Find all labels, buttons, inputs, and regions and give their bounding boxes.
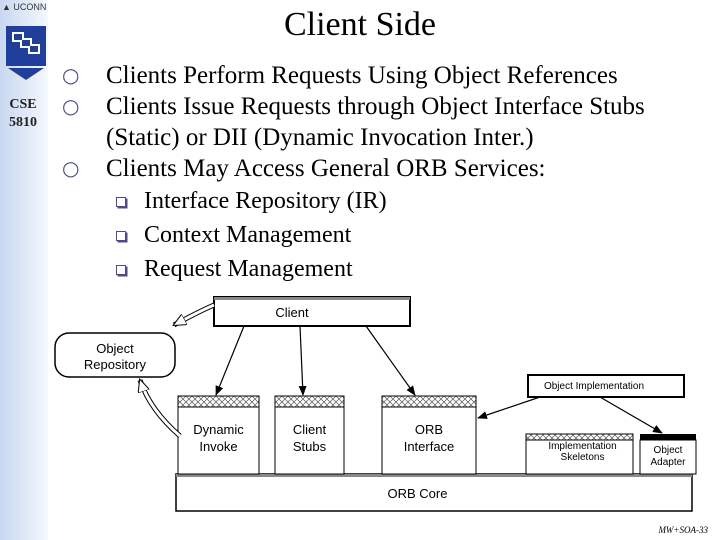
orb-interface-line1: ORB (414, 422, 444, 437)
hollow-circle-icon: ○ (62, 63, 80, 87)
bullet-text: Clients Perform Requests Using Object Re… (106, 62, 618, 89)
skeletons-line1: Implementation (548, 441, 617, 452)
sub-bullet-item: Context Management (62, 218, 712, 252)
arrow-objimpl-to-adapter (599, 396, 663, 434)
bullet-list: ○ Clients Perform Requests Using Object … (62, 60, 712, 286)
slide-title: Client Side (283, 6, 437, 43)
hollow-square-icon (116, 197, 126, 207)
client-stubs-line1: Client (292, 422, 327, 437)
bullet-item: ○ Clients May Access General ORB Service… (62, 153, 712, 184)
hollow-square-icon (116, 231, 126, 241)
bullet-item: ○ Clients Issue Requests through Object … (62, 91, 712, 153)
object-adapter-box (639, 439, 697, 475)
dynamic-invoke-hatch (177, 395, 260, 408)
dynamic-invoke-line2: Invoke (199, 439, 238, 454)
orb-core-label: ORB Core (387, 486, 448, 501)
arrow-client-to-client-stubs (298, 325, 307, 396)
orb-interface-line2: Interface (403, 439, 455, 454)
sub-bullet-text: Context Management (144, 222, 352, 248)
sub-bullet-text: Request Management (144, 256, 353, 282)
sidebar: ▲ UCONN CSE 5810 (0, 0, 48, 540)
course-number-label: 5810 (9, 115, 37, 130)
client-stubs-box (274, 406, 345, 475)
orb-interface-box (381, 406, 477, 475)
arrow-objimpl-to-orb-interface (477, 396, 541, 419)
object-implementation-box (527, 374, 685, 398)
course-code-label: CSE (9, 97, 37, 112)
object-repository-line2: Repository (83, 357, 147, 372)
sub-bullet-item: Interface Repository (IR) (62, 184, 712, 218)
bullet-text: Clients Issue Requests through Object In… (106, 93, 645, 151)
skeletons-box (525, 439, 634, 475)
object-repository-label: Object Repository (55, 341, 175, 373)
sub-bullet-text: Interface Repository (IR) (144, 188, 387, 214)
client-box (213, 296, 411, 327)
client-stubs-hatch (274, 395, 345, 408)
course-code: CSE 5810 (3, 96, 43, 132)
dynamic-invoke-line1: Dynamic (193, 422, 244, 437)
bullet-item: ○ Clients Perform Requests Using Object … (62, 60, 712, 91)
implementation-skeletons-label: Implementation Skeletons (526, 441, 639, 463)
bullet-text: Clients May Access General ORB Services: (106, 155, 546, 182)
dynamic-invoke-label: Dynamic Invoke (178, 421, 259, 455)
arrow-dynamic-to-repository (137, 379, 182, 438)
arrow-client-to-dynamic-invoke (215, 325, 245, 396)
orb-core-box (175, 473, 693, 512)
hollow-square-icon (116, 265, 126, 275)
object-adapter-line2: Adapter (650, 457, 686, 468)
client-stubs-line2: Stubs (292, 439, 327, 454)
dynamic-invoke-box (177, 406, 260, 475)
object-repository-box (54, 332, 176, 378)
orb-interface-hatch (381, 395, 477, 408)
slide-footer: MW+SOA-33 (658, 525, 708, 535)
university-label: ▲ UCONN (2, 2, 47, 12)
client-stubs-label: Client Stubs (275, 421, 344, 455)
object-repository-line1: Object (96, 341, 134, 356)
sub-bullet-item: Request Management (62, 252, 712, 286)
object-implementation-label: Object Implementation (543, 381, 645, 392)
object-adapter-label: Object Adapter (640, 445, 696, 469)
hollow-circle-icon: ○ (62, 156, 80, 180)
object-adapter-line1: Object (653, 445, 683, 456)
arrow-client-to-orb-interface (365, 325, 416, 396)
orb-interface-label: ORB Interface (382, 421, 476, 455)
uconn-logo-icon (6, 26, 46, 80)
client-label: Client (275, 305, 309, 320)
hollow-circle-icon: ○ (62, 94, 80, 118)
skeletons-hatch (525, 433, 634, 441)
skeletons-line2: Skeletons (560, 452, 605, 463)
object-adapter-bar (640, 434, 696, 440)
